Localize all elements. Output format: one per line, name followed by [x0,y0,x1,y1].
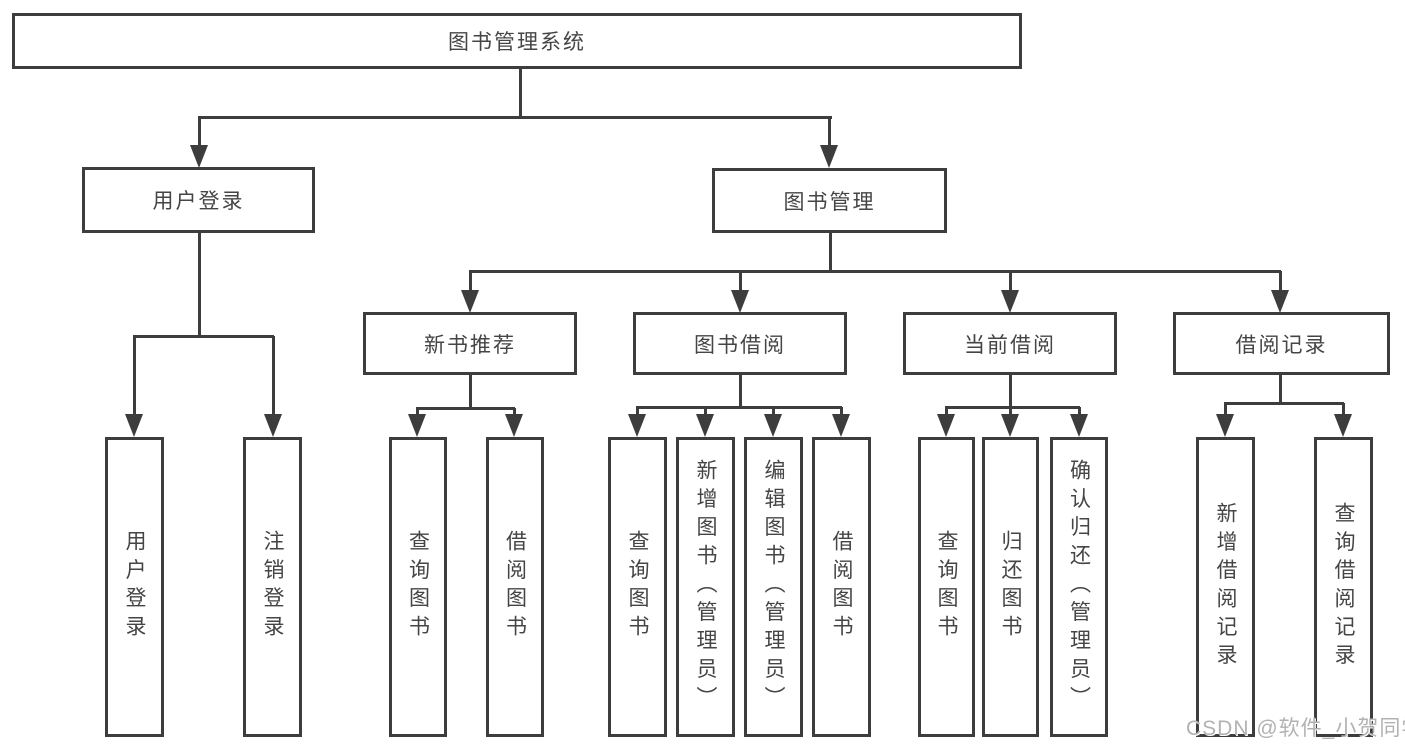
arrow-down-icon [1271,290,1289,313]
arrow-down-icon [832,414,850,437]
leaf-query-books-current: 查询图书 [918,437,975,737]
connector-horizontal-line [945,406,1080,409]
connector-vertical-line [829,233,832,272]
node-book-borrowing: 图书借阅 [633,312,847,375]
connector-vertical-line [739,375,742,408]
connector-vertical-line [1224,403,1227,415]
connector-vertical-line [198,117,201,146]
leaf-label: 借阅图书 [503,530,527,644]
node-label: 图书借阅 [694,333,786,357]
arrow-down-icon [190,145,208,168]
node-label: 新书推荐 [424,333,516,357]
leaf-borrow-books: 借阅图书 [812,437,871,737]
connector-vertical-line [704,407,707,415]
connector-vertical-line [416,408,419,415]
connector-vertical-line [133,336,136,415]
node-current-borrowing: 当前借阅 [903,312,1117,375]
leaf-label: 查询借阅记录 [1332,501,1356,673]
connector-vertical-line [1078,407,1081,415]
connector-vertical-line [1009,375,1012,408]
leaf-label: 借阅图书 [830,530,854,644]
connector-vertical-line [1009,271,1012,291]
connector-horizontal-line [636,406,842,409]
leaf-label: 新增借阅记录 [1214,501,1238,673]
arrow-down-icon [937,414,955,437]
connector-vertical-line [739,271,742,291]
connector-horizontal-line [198,116,832,119]
connector-vertical-line [272,336,275,415]
node-new-book-recommendation: 新书推荐 [363,312,577,375]
node-book-management: 图书管理 [712,168,947,233]
arrow-down-icon [1001,414,1019,437]
watermark-text: CSDN @软件_小贺同学 [1186,717,1405,740]
leaf-label: 注销登录 [261,530,285,644]
node-label: 用户登录 [152,190,245,213]
node-label: 当前借阅 [964,333,1056,357]
leaf-query-books-borrow: 查询图书 [608,437,667,737]
arrow-down-icon [731,290,749,313]
node-label: 图书管理 [783,190,876,214]
connector-vertical-line [198,232,201,337]
connector-vertical-line [469,375,472,409]
leaf-borrow-books-recommend: 借阅图书 [486,437,544,737]
connector-vertical-line [772,407,775,415]
leaf-add-books-admin: 新增图书（管理员） [676,437,735,737]
connector-horizontal-line [1224,402,1344,405]
connector-horizontal-line [133,335,274,338]
arrow-down-icon [408,414,426,437]
leaf-label: 编辑图书（管理员） [762,459,786,715]
arrow-down-icon [764,414,782,437]
arrow-down-icon [1334,414,1352,437]
leaf-label: 查询图书 [406,530,430,644]
leaf-edit-books-admin: 编辑图书（管理员） [744,437,803,737]
node-label: 借阅记录 [1235,333,1328,357]
arrow-down-icon [505,414,523,437]
leaf-confirm-return-admin: 确认归还（管理员） [1050,437,1108,737]
connector-vertical-line [1009,407,1012,415]
leaf-label: 新增图书（管理员） [694,459,718,715]
connector-vertical-line [840,407,843,415]
node-borrowing-records: 借阅记录 [1173,312,1390,375]
connector-vertical-line [1279,271,1282,291]
leaf-add-borrow-record: 新增借阅记录 [1196,437,1255,737]
leaf-query-books-recommend: 查询图书 [389,437,447,737]
connector-vertical-line [513,408,516,415]
node-user-login: 用户登录 [82,167,315,233]
arrow-down-icon [125,414,143,437]
arrow-down-icon [1216,414,1234,437]
arrow-down-icon [264,414,282,437]
node-label: 图书管理系统 [448,31,586,54]
connector-horizontal-line [469,270,1281,273]
node-library-management-system: 图书管理系统 [12,13,1022,69]
arrow-down-icon [1070,414,1088,437]
connector-vertical-line [1342,403,1345,415]
connector-vertical-line [469,271,472,291]
connector-vertical-line [1279,375,1282,404]
leaf-user-login: 用户登录 [105,437,164,737]
leaf-query-borrow-record: 查询借阅记录 [1314,437,1373,737]
connector-vertical-line [636,407,639,415]
leaf-return-books: 归还图书 [982,437,1039,737]
leaf-label: 用户登录 [123,530,147,644]
leaf-logout: 注销登录 [243,437,302,737]
connector-vertical-line [945,407,948,415]
connector-horizontal-line [416,407,515,410]
arrow-down-icon [628,414,646,437]
connector-vertical-line [519,68,522,118]
arrow-down-icon [696,414,714,437]
leaf-label: 确认归还（管理员） [1067,459,1091,715]
arrow-down-icon [1001,290,1019,313]
arrow-down-icon [461,290,479,313]
leaf-label: 查询图书 [935,530,959,644]
leaf-label: 归还图书 [999,530,1023,644]
leaf-label: 查询图书 [626,530,650,644]
connector-vertical-line [828,117,831,146]
arrow-down-icon [820,145,838,168]
